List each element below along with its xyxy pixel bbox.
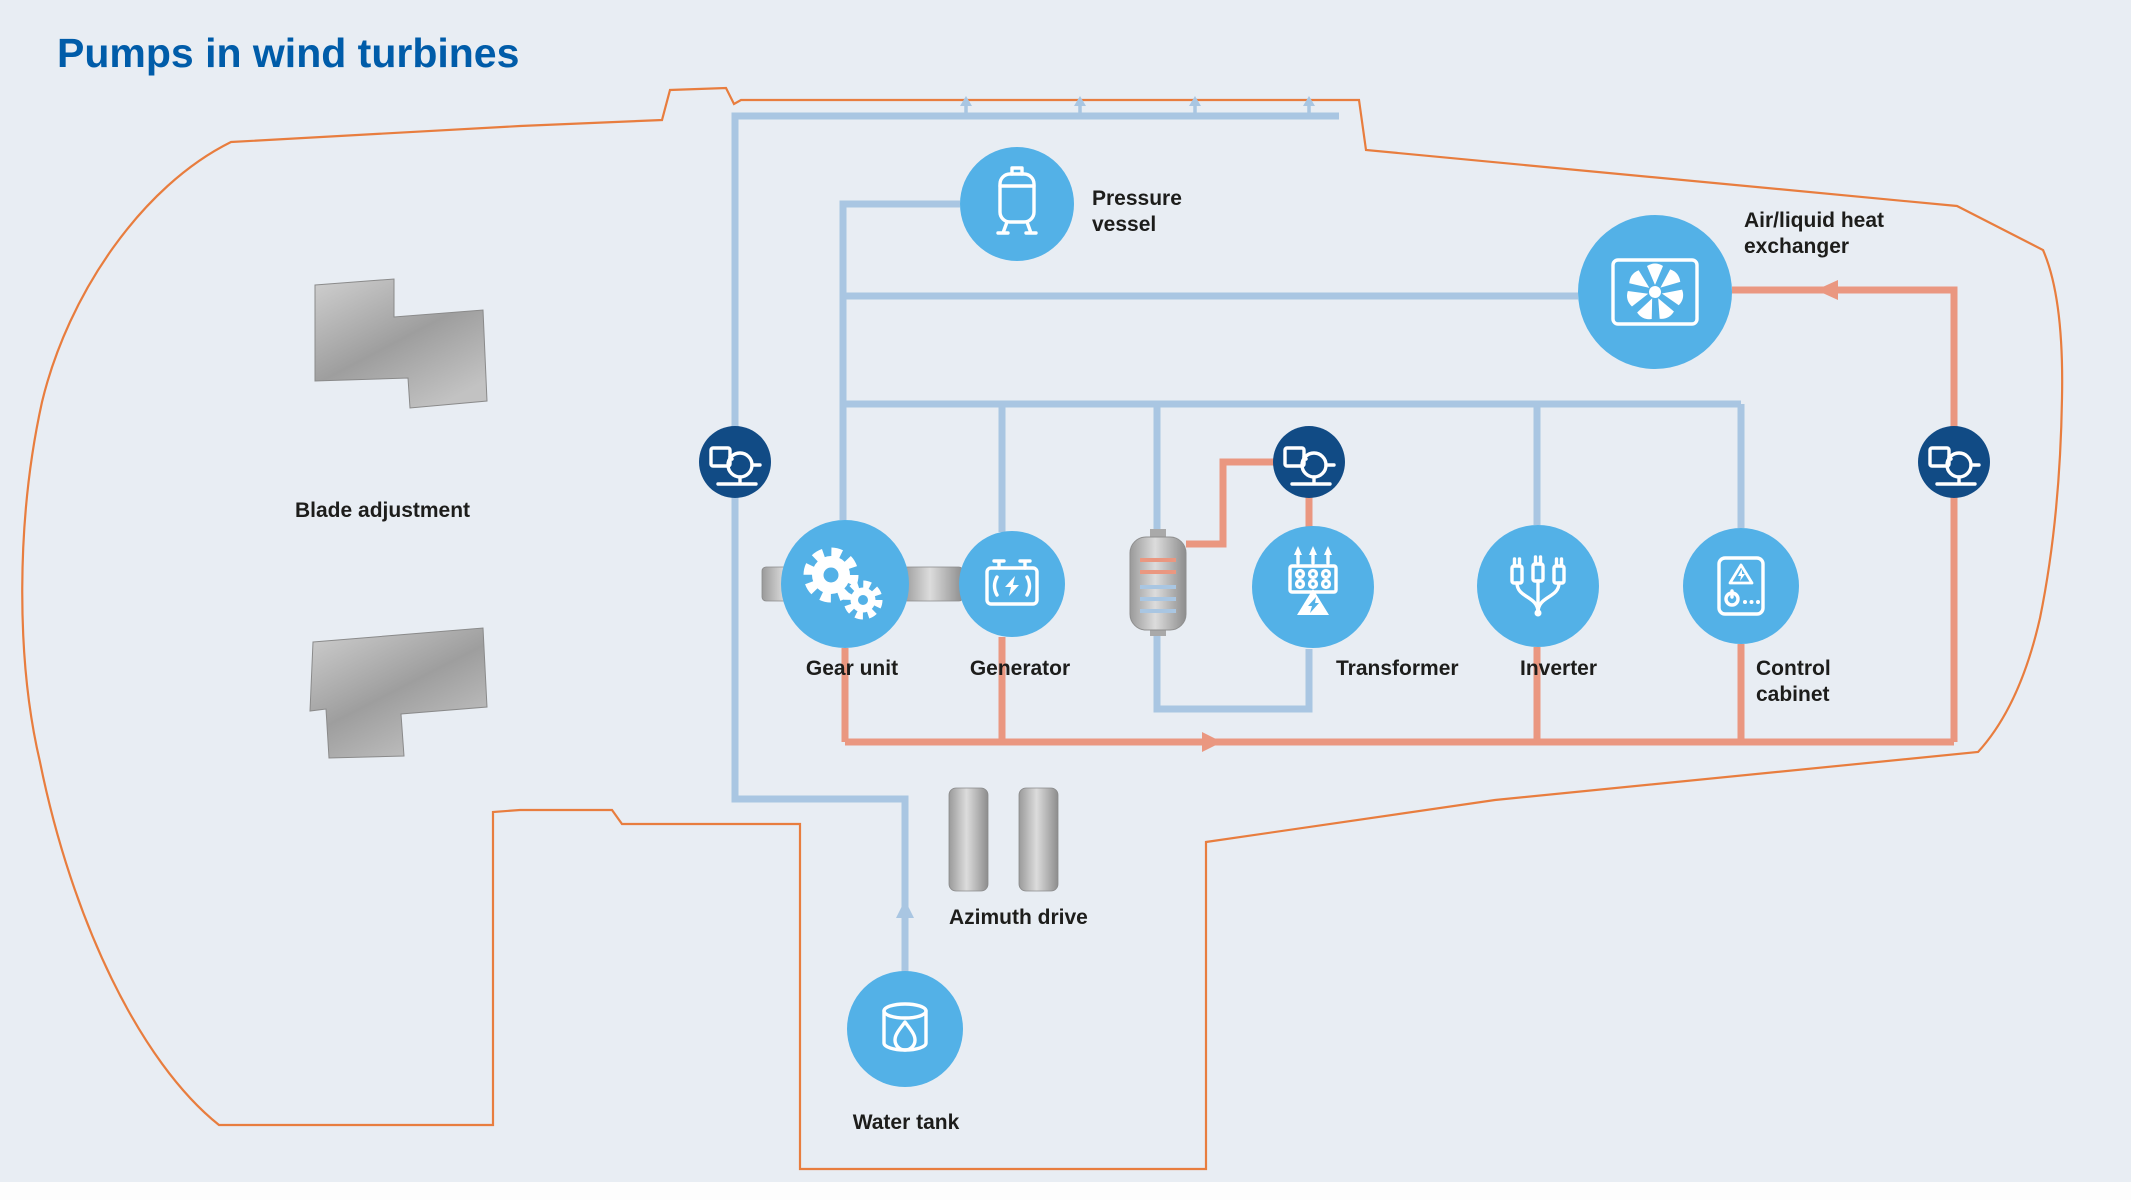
water-tank-icon [882, 1002, 928, 1052]
generator-label: Generator [969, 657, 1071, 680]
blade-circuit-pump-node [699, 426, 771, 498]
water-tank-label: Water tank [852, 1111, 960, 1134]
transformer-label: Transformer [1336, 657, 1459, 680]
inverter-label: Inverter [1520, 657, 1598, 680]
main-circuit-pump-node [1918, 426, 1990, 498]
generator-icon [985, 559, 1039, 606]
transformer-node [1252, 526, 1374, 648]
control-cabinet-label: Control cabinet [1756, 657, 1831, 706]
heat-exchanger-label: Air/liquid heat exchanger [1744, 209, 1885, 258]
page-title: Pumps in wind turbines [57, 30, 520, 76]
blade-adjustment-machinery [309, 278, 488, 759]
warm-piping [841, 280, 1958, 752]
blade-shape-bottom [309, 627, 488, 759]
blade-shape-top [314, 278, 488, 409]
pressure-vessel-label: Pressure vessel [1092, 187, 1182, 236]
azimuth-drive-label: Azimuth drive [949, 906, 1088, 929]
water-flow-arrow [896, 900, 914, 918]
oil-cooler [1129, 529, 1187, 636]
heat-exchanger-inlet-arrow [1816, 280, 1838, 300]
transformer-icon [1288, 546, 1338, 615]
cables-icon [1510, 555, 1566, 617]
pump-icon [709, 446, 762, 486]
azimuth-drive-cylinders [948, 787, 1059, 892]
gears-icon [803, 547, 883, 620]
generator-node [959, 531, 1065, 637]
warm-flow-arrow [1202, 732, 1222, 752]
fan-icon [1611, 258, 1699, 326]
inverter-node [1477, 525, 1599, 647]
pump-icon [1283, 446, 1336, 486]
blade-adjustment-label: Blade adjustment [295, 499, 471, 522]
sprinkler-arrows [960, 96, 1315, 114]
transformer-circuit-pump-node [1273, 426, 1345, 498]
pressure-vessel-node [960, 147, 1074, 261]
heat-exchanger-node [1578, 215, 1732, 369]
water-tank-node [847, 971, 963, 1087]
cool-piping [731, 96, 1745, 972]
pump-icon [1928, 446, 1981, 486]
control-cabinet-node [1683, 528, 1799, 644]
cabinet-icon [1717, 556, 1765, 616]
gear-unit-label: Gear unit [805, 657, 899, 680]
gear-unit-node [781, 520, 909, 648]
pressure-vessel-icon [996, 166, 1038, 235]
nacelle-outline [21, 86, 2064, 1171]
bottom-margin [0, 1182, 2131, 1200]
